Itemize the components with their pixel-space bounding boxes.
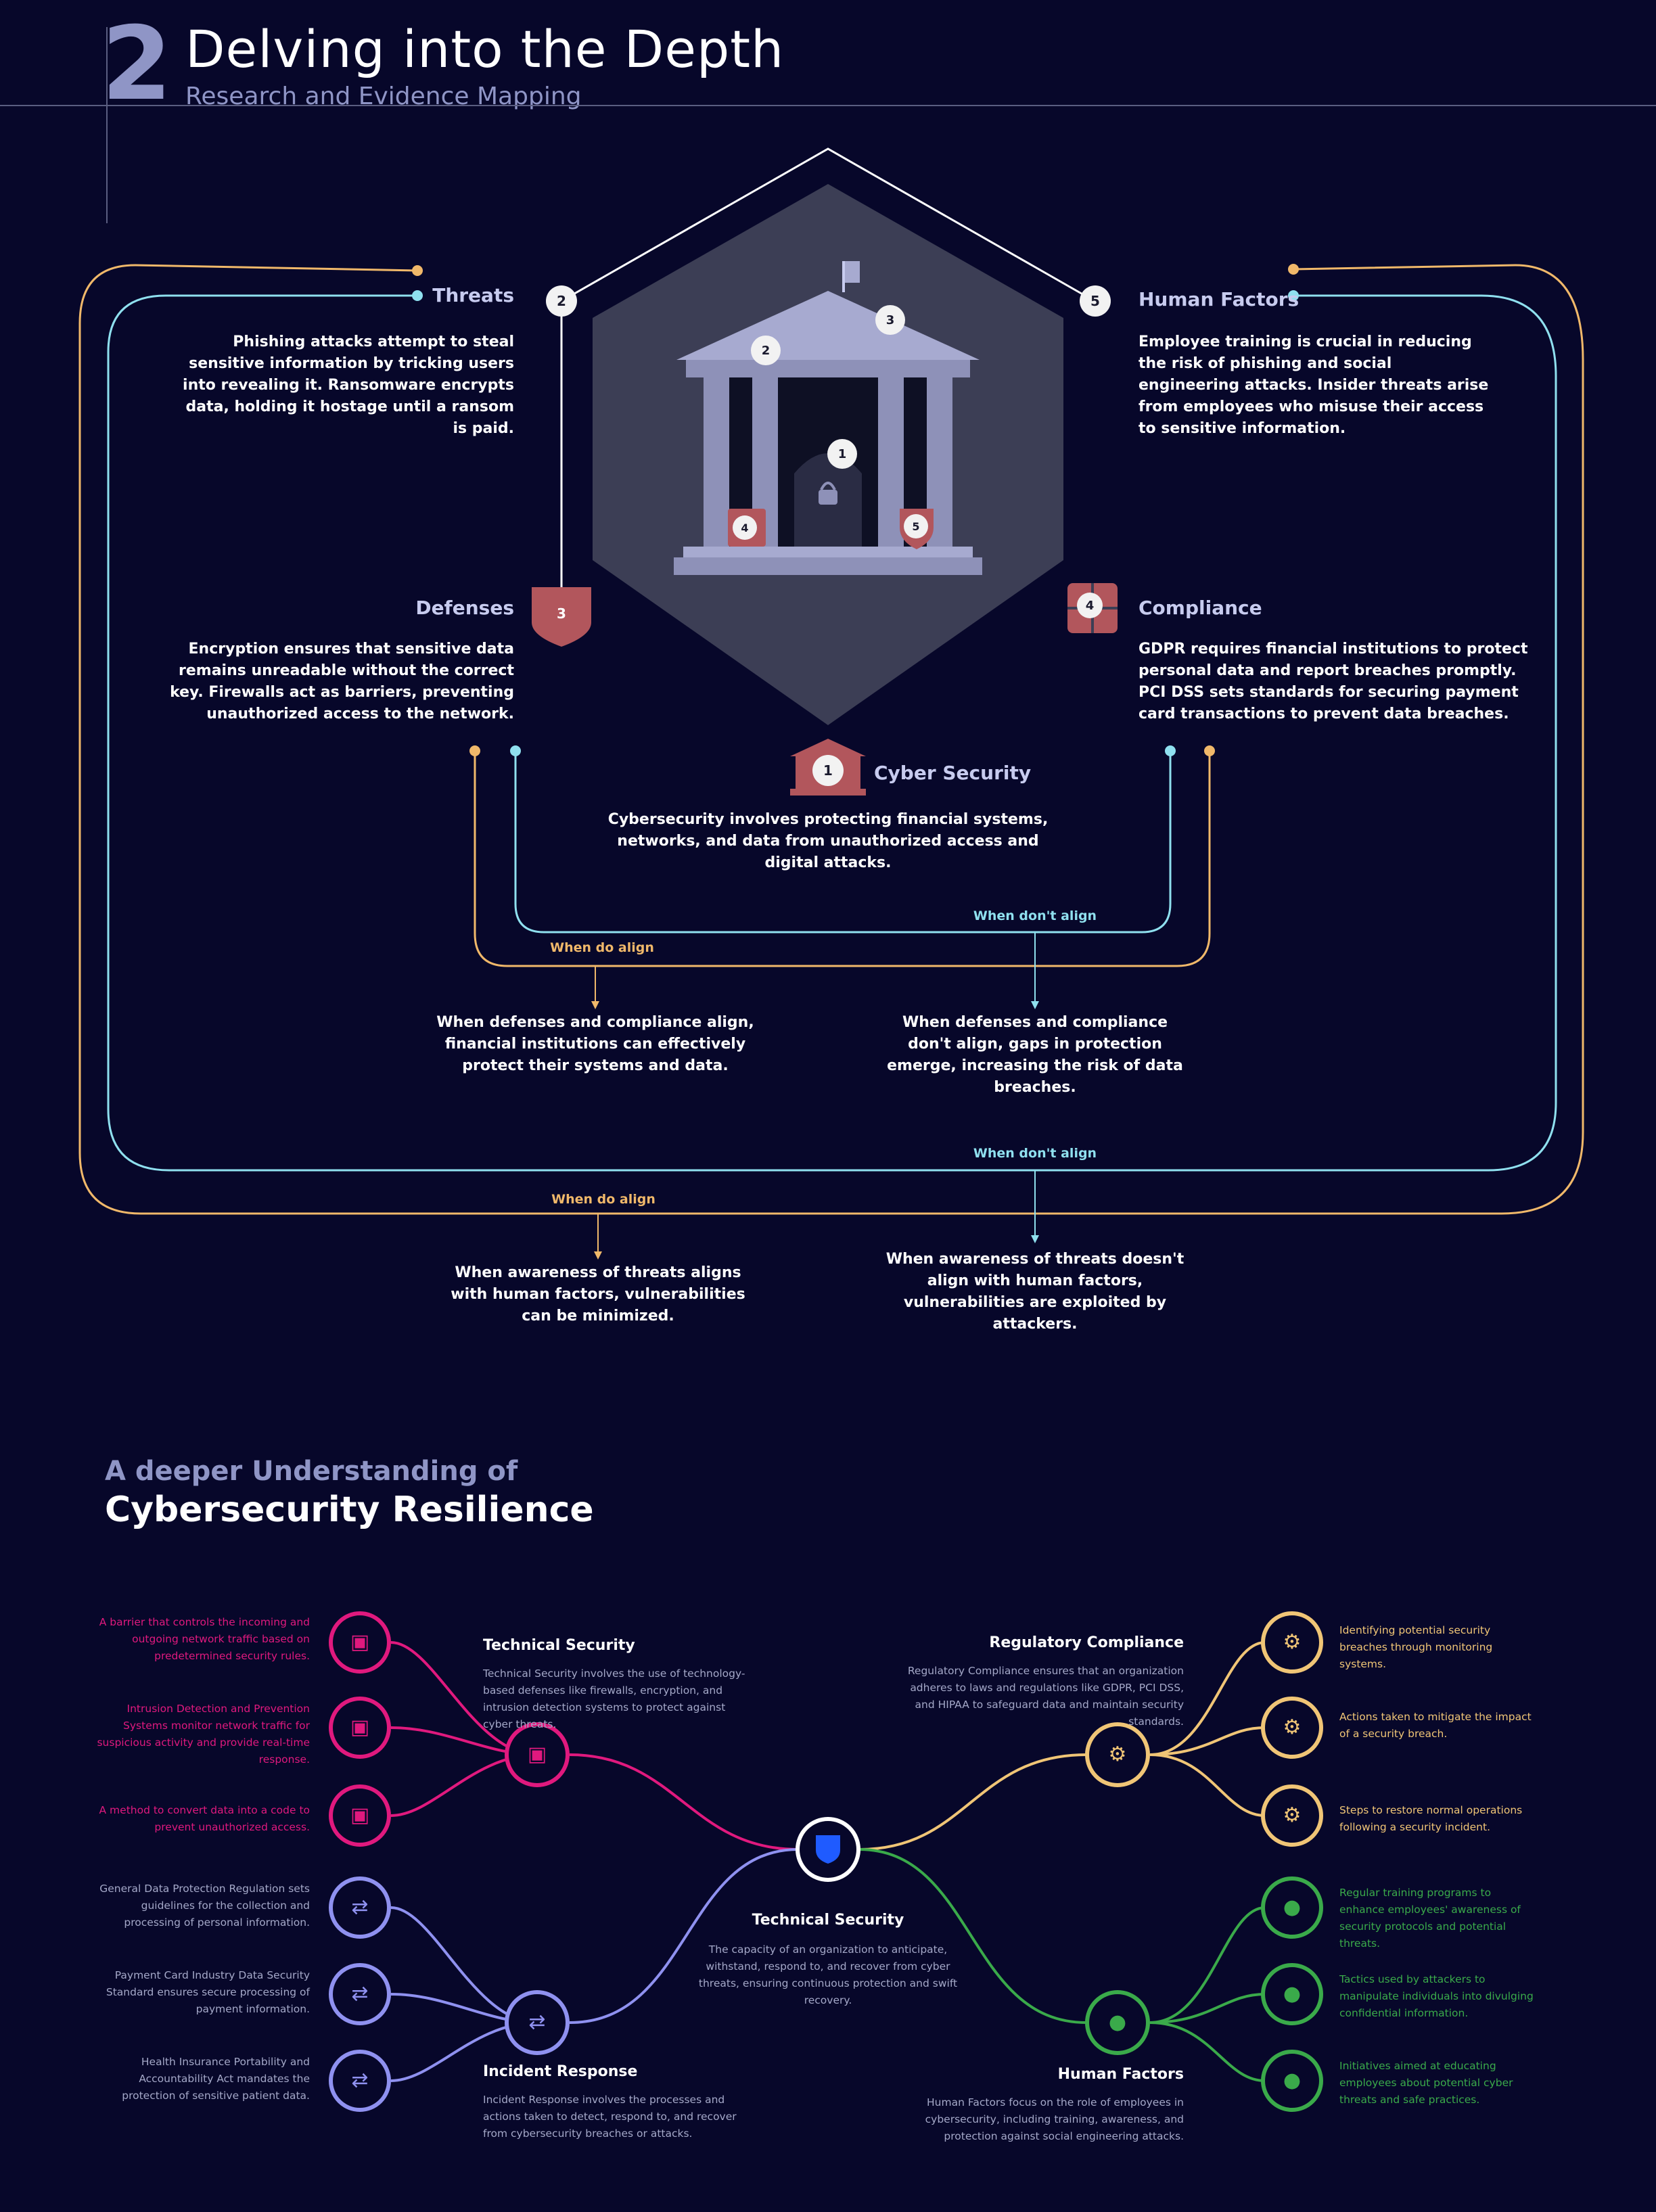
- regulatory-leaf-3-text: Steps to restore normal operations follo…: [1339, 1804, 1523, 1833]
- defenses-badge: 3: [557, 605, 566, 622]
- inner-do-align-text: When defenses and compliance align, fina…: [436, 1014, 754, 1074]
- section-number: 2: [101, 5, 172, 123]
- incident-leaf-1-text: General Data Protection Regulation sets …: [99, 1883, 310, 1929]
- building-badge-2: 2: [751, 336, 781, 365]
- human-factors-branch-text: Human Factors focus on the role of emplo…: [925, 2096, 1184, 2142]
- incident-response-title: Incident Response: [483, 2063, 638, 2080]
- user-icon: ●: [1283, 1895, 1302, 1919]
- resilience-title: Cybersecurity Resilience: [105, 1490, 594, 1530]
- technical-security-title: Technical Security: [483, 1637, 635, 1654]
- human-leaf-2: ●: [1261, 1963, 1323, 2025]
- user-icon: ●: [1108, 2010, 1127, 2034]
- encryption-icon: ▣: [350, 1803, 370, 1827]
- regulatory-leaf-2: ⚙: [1261, 1697, 1323, 1759]
- user-icon: ●: [1283, 1982, 1302, 2006]
- incident-leaf-2: ⇄: [329, 1963, 391, 2025]
- technical-security-node: ▣: [505, 1722, 570, 1787]
- human-leaf-3: ●: [1261, 2050, 1323, 2112]
- cyber-security-title: Cyber Security: [874, 762, 1032, 784]
- outer-do-align-text: When awareness of threats aligns with hu…: [451, 1264, 745, 1324]
- defenses-text: Encryption ensures that sensitive data r…: [170, 641, 514, 722]
- gear-icon: ⚙: [1283, 1803, 1302, 1827]
- regulatory-leaf-1-text: Identifying potential security breaches …: [1339, 1624, 1493, 1670]
- incident-response-node: ⇄: [505, 1990, 570, 2055]
- inner-dont-align-label: When don't align: [973, 908, 1097, 923]
- regulatory-leaf-1: ⚙: [1261, 1611, 1323, 1674]
- bank-building-illustration: [674, 261, 982, 575]
- exchange-icon: ⇄: [351, 2069, 369, 2092]
- regulatory-leaf-3: ⚙: [1261, 1784, 1323, 1847]
- resilience-pretitle: A deeper Understanding of: [105, 1456, 518, 1487]
- shield-icon: [816, 1835, 840, 1864]
- compliance-text: GDPR requires financial institutions to …: [1138, 641, 1528, 722]
- center-title: Technical Security: [752, 1912, 904, 1929]
- technical-leaf-3: ▣: [329, 1784, 391, 1847]
- building-badge-5: 5: [904, 514, 928, 538]
- regulatory-leaf-2-text: Actions taken to mitigate the impact of …: [1339, 1711, 1532, 1740]
- gear-icon: ⚙: [1283, 1715, 1302, 1739]
- gear-icon: ⚙: [1283, 1630, 1302, 1654]
- threats-title: Threats: [432, 284, 514, 306]
- regulatory-compliance-text: Regulatory Compliance ensures that an or…: [907, 1665, 1184, 1728]
- technical-security-text: Technical Security involves the use of t…: [483, 1667, 745, 1730]
- incident-leaf-2-text: Payment Card Industry Data Security Stan…: [106, 1969, 310, 2015]
- human-factors-title: Human Factors: [1138, 288, 1300, 310]
- human-factors-text: Employee training is crucial in reducing…: [1138, 333, 1489, 437]
- outer-dont-align-label: When don't align: [973, 1146, 1097, 1161]
- outer-dont-align-text: When awareness of threats doesn't align …: [886, 1251, 1184, 1333]
- gear-icon: ⚙: [1108, 1743, 1127, 1766]
- center-text: The capacity of an organization to antic…: [698, 1943, 958, 2006]
- inner-orange-loop: [474, 751, 1211, 967]
- inner-cyan-loop: [514, 751, 1172, 934]
- building-badge-1: 1: [827, 439, 857, 469]
- building-badge-4: 4: [733, 515, 757, 540]
- outer-do-align-label: When do align: [551, 1192, 656, 1207]
- outer-orange-loop: [78, 264, 1584, 1215]
- incident-response-text: Incident Response involves the processes…: [483, 2094, 737, 2140]
- intrusion-detection-icon: ▣: [350, 1715, 370, 1739]
- inner-do-align-label: When do align: [550, 940, 654, 955]
- technical-leaf-1: ▣: [329, 1611, 391, 1674]
- exchange-icon: ⇄: [351, 1982, 369, 2006]
- human-factors-node: ●: [1085, 1990, 1150, 2055]
- incident-leaf-1: ⇄: [329, 1876, 391, 1939]
- regulatory-compliance-node: ⚙: [1085, 1722, 1150, 1787]
- user-icon: ●: [1283, 2069, 1302, 2092]
- page-title: Delving into the Depth: [185, 19, 785, 79]
- center-node: [796, 1817, 860, 1882]
- defenses-shield-icon: [532, 587, 591, 647]
- compliance-badge: 4: [1077, 593, 1103, 618]
- human-leaf-1: ●: [1261, 1876, 1323, 1939]
- compliance-title: Compliance: [1138, 597, 1262, 619]
- human-leaf-1-text: Regular training programs to enhance emp…: [1339, 1887, 1521, 1950]
- technical-leaf-3-text: A method to convert data into a code to …: [99, 1804, 310, 1833]
- threats-badge: 2: [546, 285, 577, 317]
- human-leaf-2-text: Tactics used by attackers to manipulate …: [1339, 1973, 1534, 2019]
- human-factors-branch-title: Human Factors: [1057, 2066, 1184, 2083]
- technical-leaf-1-text: A barrier that controls the incoming and…: [99, 1616, 310, 1662]
- security-device-icon: ▣: [527, 1743, 547, 1766]
- regulatory-compliance-title: Regulatory Compliance: [989, 1634, 1184, 1651]
- exchange-icon: ⇄: [351, 1895, 369, 1919]
- technical-leaf-2-text: Intrusion Detection and Prevention Syste…: [97, 1703, 310, 1766]
- technical-leaf-2: ▣: [329, 1697, 391, 1759]
- firewall-icon: ▣: [350, 1630, 370, 1654]
- incident-leaf-3-text: Health Insurance Portability and Account…: [122, 2056, 310, 2102]
- human-factors-badge: 5: [1080, 285, 1111, 317]
- peak-connector: [561, 147, 1095, 302]
- exchange-icon: ⇄: [528, 2010, 546, 2034]
- cyber-security-text: Cybersecurity involves protecting financ…: [607, 811, 1049, 871]
- human-leaf-3-text: Initiatives aimed at educating employees…: [1339, 2060, 1513, 2106]
- defenses-title: Defenses: [415, 597, 514, 619]
- threats-text: Phishing attacks attempt to steal sensit…: [183, 333, 514, 437]
- incident-leaf-3: ⇄: [329, 2050, 391, 2112]
- outer-cyan-loop: [107, 294, 1557, 1172]
- inner-dont-align-text: When defenses and compliance don't align…: [887, 1014, 1183, 1096]
- cyber-security-badge: 1: [812, 755, 844, 786]
- building-badge-3: 3: [875, 305, 905, 335]
